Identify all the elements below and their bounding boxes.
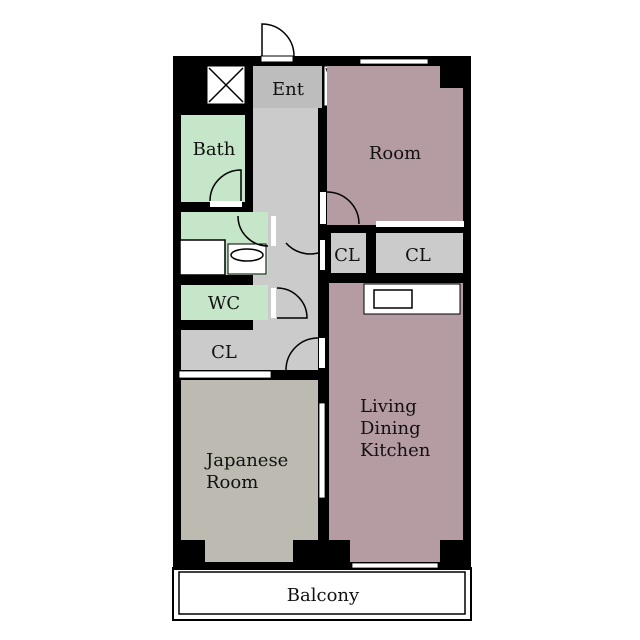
closet-door[interactable]	[376, 221, 464, 227]
kitchen-sink	[373, 289, 413, 309]
label-wc: WC	[208, 293, 240, 314]
label-japanese-1: Japanese	[204, 450, 288, 471]
label-bath: Bath	[193, 139, 236, 160]
ldk-door-swing	[285, 337, 319, 371]
room-door-swing	[326, 191, 360, 225]
western-room	[327, 66, 463, 225]
ldk-window[interactable]	[351, 562, 439, 569]
label-closet-large: CL	[405, 245, 431, 266]
closet-small	[331, 233, 366, 273]
label-entrance: Ent	[272, 79, 305, 100]
wc-door[interactable]	[271, 288, 276, 318]
label-ldk-living: Living	[360, 396, 417, 417]
wc	[181, 285, 268, 320]
label-room: Room	[369, 143, 421, 164]
bath-door[interactable]	[210, 201, 242, 207]
basin-bowl	[230, 248, 264, 262]
label-closet-small: CL	[334, 245, 360, 266]
entrance	[253, 66, 322, 108]
hall-door-swing	[285, 242, 319, 255]
closet-hall-door[interactable]	[178, 370, 272, 379]
japanese-room	[181, 380, 318, 562]
balcony-area	[178, 571, 466, 615]
closet-large	[376, 233, 463, 273]
label-japanese-2: Room	[206, 472, 258, 493]
bath-door-swing	[209, 169, 242, 202]
label-ldk-kitchen: Kitchen	[360, 440, 431, 461]
washroom-door-swing	[237, 215, 269, 247]
label-closet-hall: CL	[211, 342, 237, 363]
room-door[interactable]	[320, 192, 326, 224]
ldk-door[interactable]	[319, 338, 325, 368]
entry-door-swing	[261, 23, 295, 57]
sliding-door[interactable]	[318, 402, 326, 499]
washroom-door[interactable]	[271, 216, 276, 246]
closet-hall	[181, 330, 268, 370]
label-balcony: Balcony	[287, 585, 360, 606]
washing-machine	[179, 239, 226, 276]
label-ldk-dining: Dining	[360, 418, 421, 439]
living-dining-kitchen	[329, 283, 463, 562]
wc-door-swing	[276, 287, 308, 319]
entry-door[interactable]	[260, 55, 294, 63]
room-window[interactable]	[359, 58, 429, 65]
pipe-shaft-x-icon	[208, 67, 244, 103]
closet-small-door[interactable]	[320, 240, 325, 270]
